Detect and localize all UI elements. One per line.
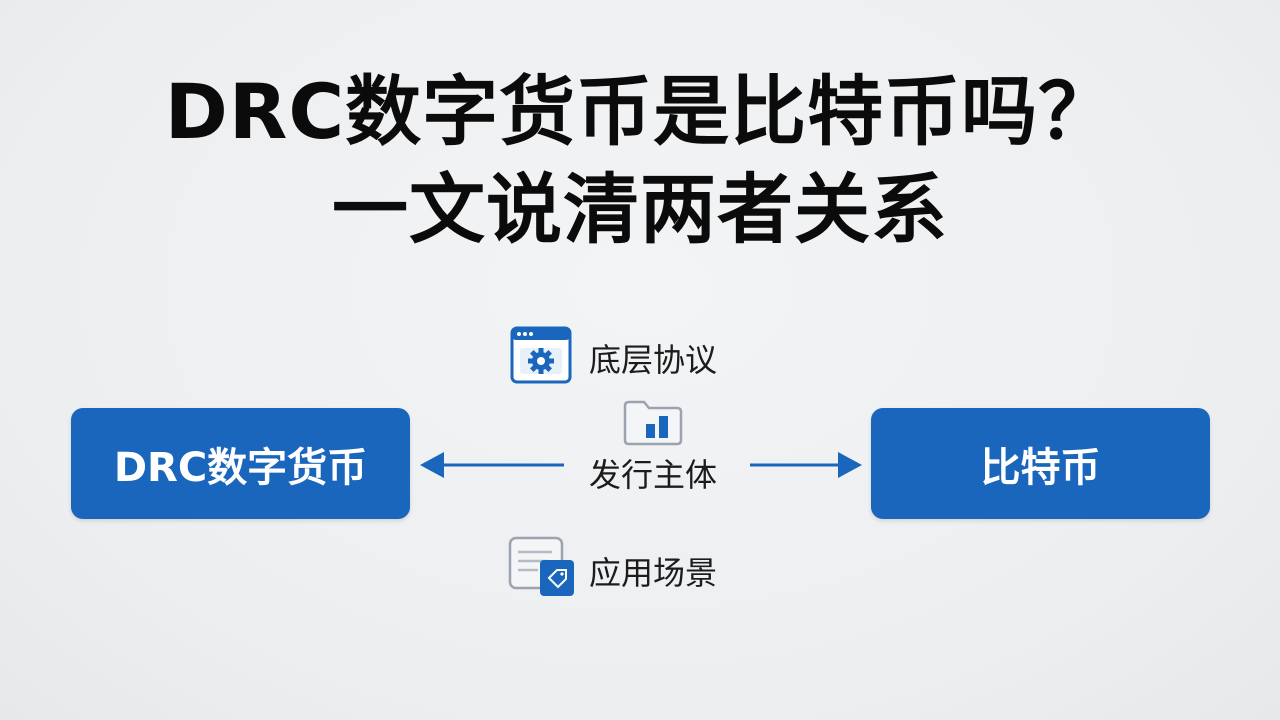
drc-node: DRC数字货币 bbox=[71, 408, 410, 519]
bitcoin-node-label: 比特币 bbox=[980, 444, 1101, 491]
settings-window-icon bbox=[510, 326, 572, 384]
bitcoin-node: 比特币 bbox=[871, 408, 1210, 519]
item-label-issuer: 发行主体 bbox=[589, 456, 718, 494]
document-tag-icon bbox=[508, 536, 574, 596]
item-label-protocol: 底层协议 bbox=[589, 341, 718, 379]
title-line-1: DRC数字货币是比特币吗？ bbox=[164, 67, 1116, 156]
drc-node-label: DRC数字货币 bbox=[113, 444, 368, 491]
folder-chart-icon bbox=[623, 400, 683, 446]
item-label-scenarios: 应用场景 bbox=[589, 554, 718, 592]
left-arrow bbox=[420, 452, 564, 478]
title-line-2: 一文说清两者关系 bbox=[332, 165, 948, 254]
right-arrow bbox=[750, 452, 862, 478]
